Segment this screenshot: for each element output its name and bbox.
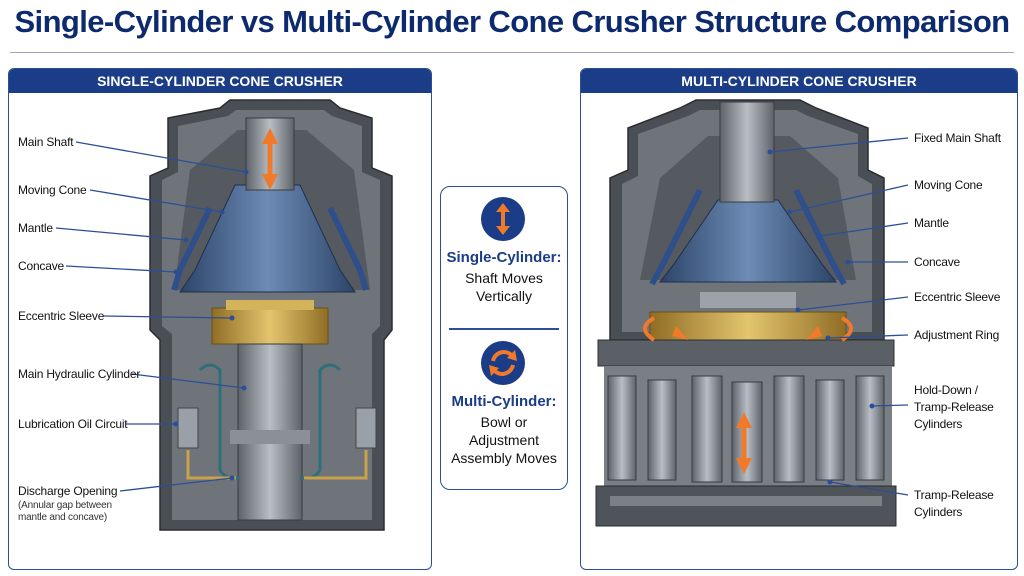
center-divider (449, 328, 559, 330)
label-main-shaft: Main Shaft (18, 135, 74, 149)
label-discharge-opening: Discharge Opening (18, 484, 118, 498)
comparison-legend: Single-Cylinder: Shaft Moves Vertically … (440, 186, 568, 490)
single-cylinder-line2: Vertically (475, 288, 533, 304)
single-cylinder-heading: Single-Cylinder: (446, 249, 562, 266)
label-concave: Concave (18, 259, 64, 273)
label-mantle-right: Mantle (914, 216, 949, 230)
multi-cylinder-line3: Assembly Moves (451, 450, 557, 466)
label-hold-down-line1: Hold-Down / (914, 383, 978, 397)
right-leader-lines (769, 137, 909, 496)
label-discharge-note: (Annular gap between mantle and concave) (18, 500, 112, 523)
label-tramp-release-line2: Cylinders (914, 505, 963, 519)
label-moving-cone: Moving Cone (18, 183, 87, 197)
label-hold-down-line2: Tramp-Release (914, 400, 994, 414)
label-fixed-main-shaft: Fixed Main Shaft (914, 131, 1001, 145)
rotate-arrows-icon (481, 341, 525, 385)
label-tramp-release-line1: Tramp-Release (914, 488, 994, 502)
label-adjustment-ring: Adjustment Ring (914, 328, 1000, 342)
title-divider (10, 52, 1014, 53)
label-moving-cone-right: Moving Cone (914, 178, 983, 192)
vertical-motion-arrow (262, 128, 278, 190)
label-mantle: Mantle (18, 221, 53, 235)
label-hold-down-line3: Cylinders (914, 417, 963, 431)
single-cylinder-header: SINGLE-CYLINDER CONE CRUSHER (9, 69, 431, 93)
label-eccentric-sleeve-right: Eccentric Sleeve (914, 290, 1001, 304)
single-cylinder-machine (149, 99, 393, 531)
left-leader-lines (55, 141, 247, 492)
label-main-hydraulic-cylinder: Main Hydraulic Cylinder (18, 367, 141, 381)
single-cylinder-line1: Shaft Moves (465, 270, 543, 286)
multi-cylinder-header: MULTI-CYLINDER CONE CRUSHER (581, 69, 1017, 93)
vertical-arrow-icon (481, 197, 525, 241)
multi-cylinder-machine (595, 99, 897, 527)
multi-cylinder-heading: Multi-Cylinder: (451, 393, 557, 410)
multi-cylinder-line1: Bowl or (480, 414, 528, 430)
label-concave-right: Concave (914, 255, 960, 269)
label-eccentric-sleeve: Eccentric Sleeve (18, 309, 105, 323)
multi-cylinder-line2: Adjustment (468, 432, 540, 448)
page-title: Single-Cylinder vs Multi-Cylinder Cone C… (14, 4, 1010, 39)
label-lubrication-oil-circuit: Lubrication Oil Circuit (18, 417, 128, 431)
bowl-vertical-arrow (736, 412, 752, 474)
